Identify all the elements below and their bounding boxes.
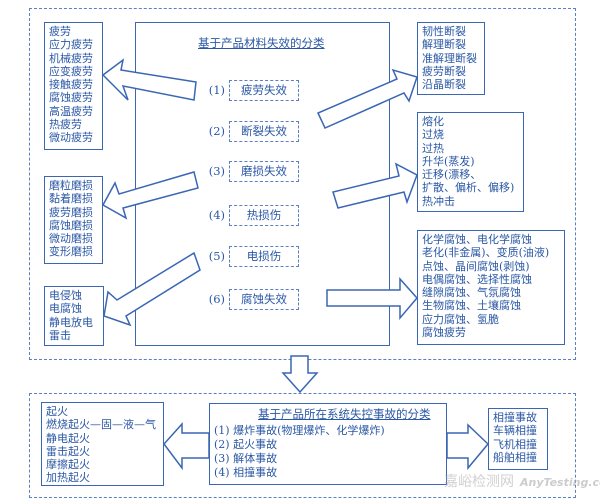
watermark-cn: 嘉峪检测网: [444, 474, 514, 490]
corrosion-list-box: 化学腐蚀、电化学腐蚀 老化(非金属)、变质(油液) 点蚀、晶间腐蚀(剥蚀) 电偶…: [417, 230, 565, 345]
list-item: 韧性断裂: [422, 25, 466, 38]
list-item: 应力疲劳: [49, 38, 93, 52]
list-item: 接触疲劳: [49, 78, 93, 92]
category-num: (5): [208, 249, 225, 263]
category-thermal[interactable]: 热损伤: [229, 205, 299, 226]
list-item: 沿晶断裂: [422, 78, 466, 92]
list-item: 电偶腐蚀、选择性腐蚀: [422, 272, 532, 286]
list-item: 疲劳磨损: [49, 205, 93, 219]
arrow-to-corrosion-list: [326, 277, 418, 321]
fire-list-box: 起火 燃烧起火—固—液—气 静电起火 雷击起火 摩擦起火 加热起火: [41, 402, 164, 486]
list-item: 扩散、偏析、偏移): [422, 181, 515, 195]
arrow-to-fire-list: [163, 422, 210, 471]
category-num: (6): [208, 292, 225, 306]
list-item: 疲劳: [49, 25, 71, 38]
list-item: 准解理断裂: [422, 51, 477, 65]
arrow-to-electric-list: [103, 251, 201, 327]
list-item: 过热: [422, 141, 444, 155]
list-item: 电腐蚀: [49, 302, 82, 316]
list-item: 应力腐蚀、氢脆: [422, 312, 499, 326]
list-item: 加热起火: [46, 471, 90, 485]
list-item: 点蚀、晶间腐蚀(剥蚀): [422, 259, 530, 273]
list-item: 磨粒磨损: [49, 179, 93, 192]
bottom-section-frame: [29, 393, 576, 498]
list-item: 升华(蒸发): [422, 154, 475, 168]
collision-list-box: 相撞事故 车辆相撞 飞机相撞 船舶相撞: [488, 408, 548, 470]
list-item: 疲劳断裂: [422, 64, 466, 78]
list-item: 过烧: [422, 128, 444, 142]
fracture-list-box: 韧性断裂 解理断裂 准解理断裂 疲劳断裂 沿晶断裂: [417, 22, 485, 95]
arrow-to-thermal-list: [332, 162, 418, 209]
material-failure-title: 基于产品材料失效的分类: [198, 36, 325, 50]
category-num: (3): [208, 164, 225, 178]
arrow-down: [281, 355, 319, 394]
arrow-to-wear-list: [101, 171, 199, 220]
list-item: 机械疲劳: [49, 51, 93, 65]
list-item: 相撞事故: [493, 411, 537, 424]
accident-item: (3) 解体事故: [214, 452, 278, 465]
list-item: 静电放电: [49, 315, 93, 329]
list-item: 腐蚀磨损: [49, 218, 93, 232]
category-corrosion[interactable]: 腐蚀失效: [229, 289, 299, 310]
accident-item: (2) 起火事故: [214, 438, 278, 451]
list-item: 燃烧起火—固—液—气: [46, 418, 156, 432]
list-item: 微动疲劳: [49, 131, 93, 145]
system-accident-items: (1) 爆炸事故(物理爆炸、化学爆炸) (2) 起火事故 (3) 解体事故 (4…: [214, 424, 385, 480]
system-accident-box: [209, 403, 447, 485]
list-item: 摩擦起火: [46, 458, 90, 472]
list-item: 腐蚀疲劳: [49, 91, 93, 105]
system-accident-title: 基于产品所在系统失控事故的分类: [258, 407, 431, 421]
list-item: 雷击起火: [46, 444, 90, 458]
list-item: 雷击: [49, 328, 71, 342]
list-item: 解理断裂: [422, 38, 466, 52]
list-item: 黏着磨损: [49, 192, 93, 206]
category-electric[interactable]: 电损伤: [229, 246, 299, 267]
list-item: 变形磨损: [49, 245, 93, 259]
arrow-to-fracture-list: [316, 68, 418, 129]
category-fracture[interactable]: 断裂失效: [229, 121, 299, 142]
category-num: (1): [208, 83, 225, 97]
watermark-en: AnyTesting.com: [520, 476, 600, 489]
arrow-to-fatigue-list: [101, 58, 197, 101]
list-item: 微动磨损: [49, 232, 93, 246]
list-item: 生物腐蚀、土壤腐蚀: [422, 299, 521, 313]
list-item: 热疲劳: [49, 118, 82, 132]
accident-item: (4) 相撞事故: [214, 466, 278, 479]
list-item: 缝隙腐蚀、气氛腐蚀: [422, 286, 521, 300]
arrow-to-collision-list: [446, 423, 490, 471]
accident-item: (1) 爆炸事故(物理爆炸、化学爆炸): [214, 424, 385, 437]
list-item: 起火: [46, 405, 68, 418]
category-wear[interactable]: 磨损失效: [229, 161, 299, 182]
list-item: 热冲击: [422, 194, 455, 208]
fatigue-list-box: 疲劳 应力疲劳 机械疲劳 应变疲劳 接触疲劳 腐蚀疲劳 高温疲劳 热疲劳 微动疲…: [44, 22, 103, 150]
list-item: 船舶相撞: [493, 450, 537, 464]
list-item: 腐蚀疲劳: [422, 326, 466, 340]
list-item: 电侵蚀: [49, 289, 82, 302]
list-item: 车辆相撞: [493, 424, 537, 438]
category-fatigue[interactable]: 疲劳失效: [229, 80, 299, 101]
list-item: 高温疲劳: [49, 104, 93, 118]
category-num: (4): [208, 208, 225, 222]
wear-list-box: 磨粒磨损 黏着磨损 疲劳磨损 腐蚀磨损 微动磨损 变形磨损: [44, 176, 103, 264]
list-item: 应变疲劳: [49, 64, 93, 78]
list-item: 静电起火: [46, 431, 90, 445]
list-item: 熔化: [422, 115, 444, 128]
electric-list-box: 电侵蚀 电腐蚀 静电放电 雷击: [44, 286, 104, 346]
list-item: 化学腐蚀、电化学腐蚀: [422, 233, 532, 246]
list-item: 迁移(漂移、: [422, 168, 482, 182]
category-num: (2): [208, 124, 225, 138]
list-item: 飞机相撞: [493, 437, 537, 451]
list-item: 老化(非金属)、变质(油液): [422, 246, 550, 260]
thermal-list-box: 熔化 过烧 过热 升华(蒸发) 迁移(漂移、 扩散、偏析、偏移) 热冲击: [417, 112, 524, 212]
